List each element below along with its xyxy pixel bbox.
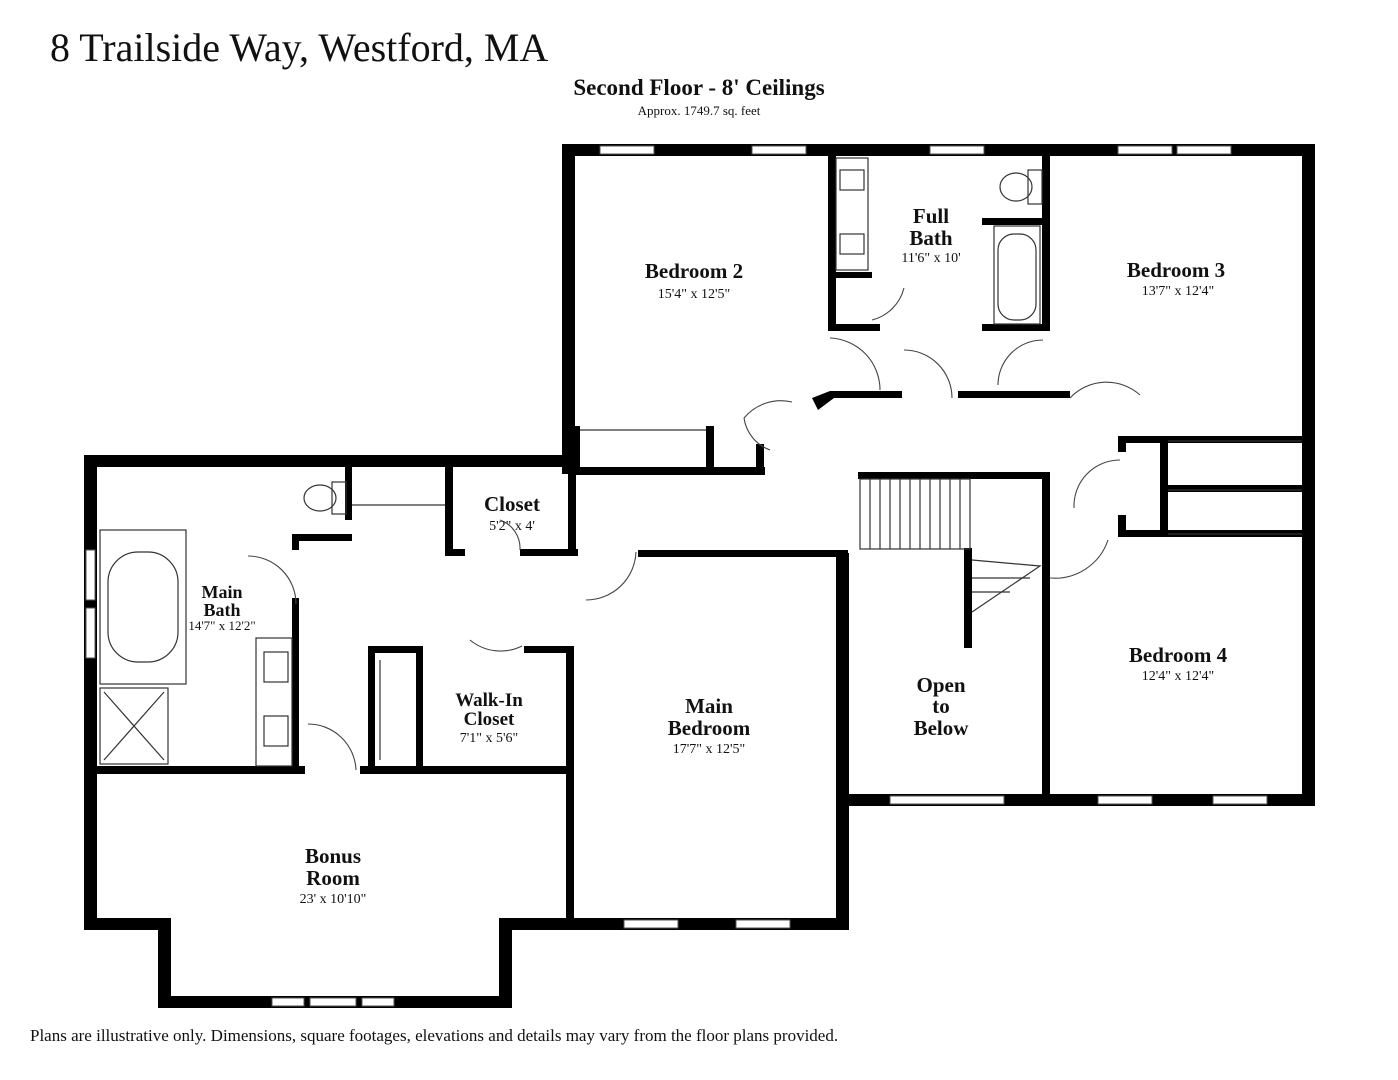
main-bath-dim: 14'7" x 12'2" [188, 618, 255, 633]
floor-label: Second Floor - 8' Ceilings [0, 75, 1398, 101]
doors [247, 287, 1141, 771]
open-to-below-line-1: Open [916, 673, 965, 697]
main-bedroom-dim: 17'7" x 12'5" [673, 742, 745, 757]
bedroom3-dim: 13'7" x 12'4" [1142, 284, 1214, 299]
bedroom2-dim: 15'4" x 12'5" [658, 287, 730, 302]
bedroom2-name: Bedroom 2 [645, 259, 743, 283]
bonus-room-name-2: Room [306, 866, 360, 890]
bonus-room-dim: 23' x 10'10" [300, 892, 367, 907]
area-label: Approx. 1749.7 sq. feet [637, 103, 761, 118]
floor-label-text: Second Floor - 8' Ceilings [573, 75, 825, 100]
main-bedroom-name-2: Bedroom [668, 716, 751, 740]
bonus-room-name-1: Bonus [305, 844, 361, 868]
room-labels: Bedroom 2 15'4" x 12'5" Full Bath 11'6" … [188, 204, 1227, 907]
closet-name: Closet [484, 492, 540, 516]
main-bath-name-1: Main [201, 582, 242, 602]
disclaimer: Plans are illustrative only. Dimensions,… [30, 1026, 839, 1045]
walk-in-closet-dim: 7'1" x 5'6" [460, 731, 518, 746]
walk-in-closet-name-2: Closet [464, 709, 515, 730]
full-bath-name-2: Bath [909, 226, 953, 250]
walk-in-closet-name-1: Walk-In [455, 690, 523, 711]
bedroom3-name: Bedroom 3 [1127, 258, 1225, 282]
full-bath-dim: 11'6" x 10' [901, 251, 960, 266]
bedroom4-dim: 12'4" x 12'4" [1142, 669, 1214, 684]
main-bath-name-2: Bath [203, 600, 240, 620]
full-bath-name-1: Full [913, 204, 949, 228]
windows [85, 145, 1268, 1007]
interior-walls [97, 150, 1304, 926]
closet-dim: 5'2" x 4' [489, 519, 535, 534]
stair-treads [869, 479, 961, 549]
main-bedroom-name-1: Main [685, 694, 733, 718]
open-to-below-line-2: to [932, 694, 950, 718]
plan-title: 8 Trailside Way, Westford, MA [50, 25, 549, 70]
bedroom4-name: Bedroom 4 [1129, 643, 1228, 667]
open-to-below-line-3: Below [914, 716, 970, 740]
fixtures [99, 157, 1302, 767]
